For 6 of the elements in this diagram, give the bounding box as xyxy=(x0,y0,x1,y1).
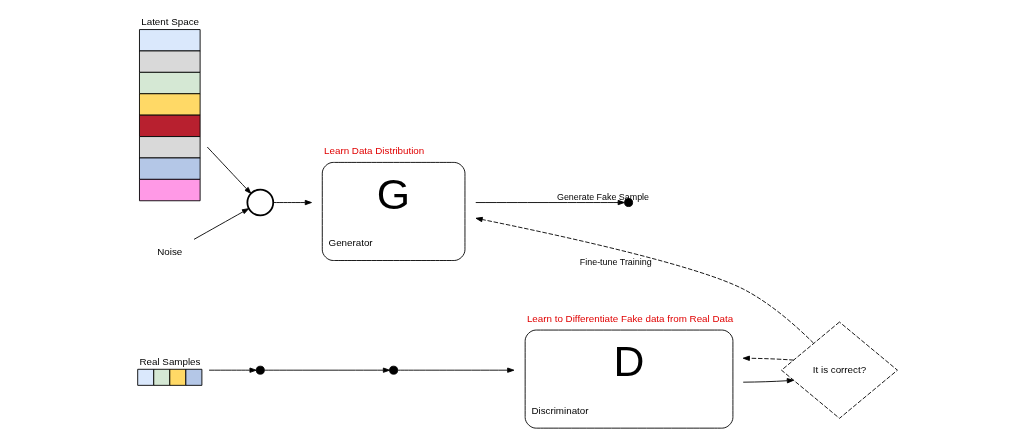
node-label: Learn to Differentiate Fake data from Real Data xyxy=(526,312,733,324)
node-label: Real Samples xyxy=(138,355,200,367)
node-label: Learn Data Distribution xyxy=(323,145,424,157)
node-text: Noise xyxy=(156,245,182,257)
node-label: Latent Space xyxy=(140,15,199,27)
edge-label: Fine-tune Training xyxy=(579,257,652,268)
